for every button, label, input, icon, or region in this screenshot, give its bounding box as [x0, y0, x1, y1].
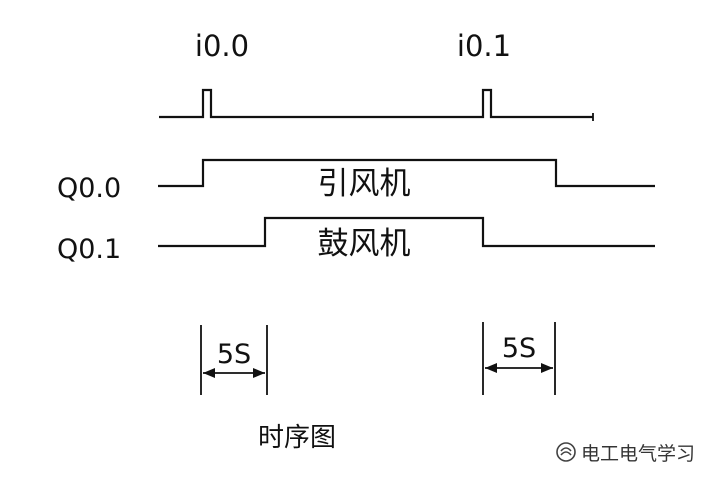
wechat-logo-icon — [556, 442, 576, 462]
arrowhead-left-icon — [485, 363, 497, 373]
input-i0-0-label: i0.0 — [195, 29, 249, 63]
q0-0-waveform — [158, 158, 655, 188]
arrowhead-right-icon — [253, 368, 265, 378]
stop-delay-label: 5S — [502, 333, 536, 364]
q0-0-device-name: 引风机 — [318, 166, 411, 202]
output-q0-0-label: Q0.0 — [57, 173, 121, 204]
q0-1-device-name: 鼓风机 — [318, 226, 411, 262]
q0-1-waveform — [158, 216, 655, 248]
watermark: 电工电气学习 — [556, 442, 695, 465]
watermark-text: 电工电气学习 — [581, 443, 695, 465]
input-signal-waveform — [159, 88, 593, 119]
arrowhead-right-icon — [541, 363, 553, 373]
output-q0-1-label: Q0.1 — [57, 234, 121, 265]
start-delay-dimension: 5S — [200, 325, 268, 395]
start-delay-label: 5S — [217, 339, 251, 370]
stop-delay-dimension: 5S — [482, 322, 556, 395]
diagram-caption: 时序图 — [258, 423, 336, 453]
input-i0-1-label: i0.1 — [457, 29, 511, 63]
arrowhead-left-icon — [203, 368, 215, 378]
